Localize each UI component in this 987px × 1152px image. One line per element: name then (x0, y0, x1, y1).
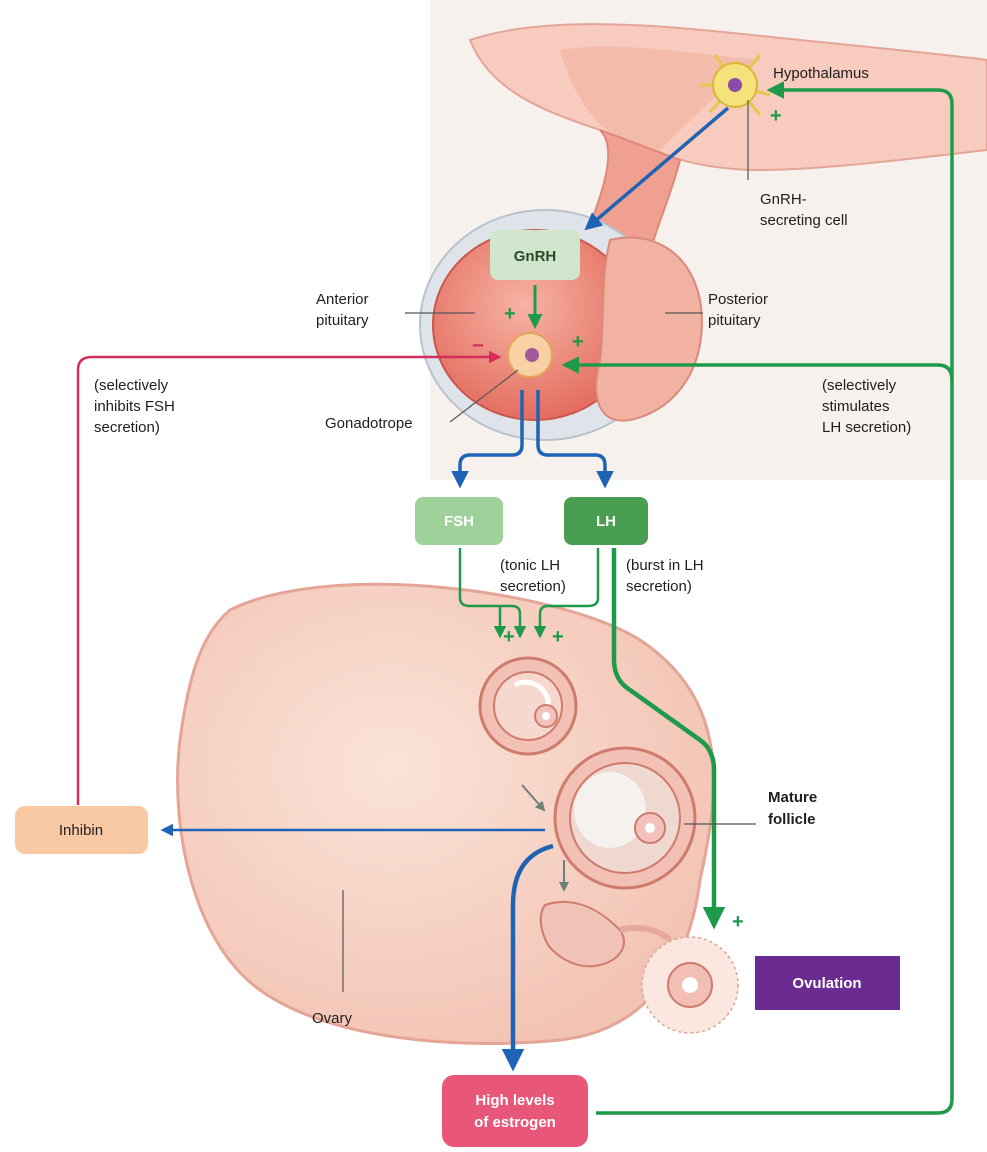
estrogen-box: High levels of estrogen (442, 1075, 588, 1147)
stimulates-lh-label-line3: LH secretion) (822, 419, 911, 436)
plus-sign-follicle-left: + (503, 626, 515, 648)
posterior-pituitary-label-line2: pituitary (708, 312, 761, 329)
inhibin-box: Inhibin (15, 806, 148, 854)
stimulates-lh-label-line2: stimulates (822, 398, 890, 415)
released-ovum (642, 937, 738, 1033)
plus-sign-follicle-right: + (552, 626, 564, 648)
minus-sign-gonadotrope: − (472, 335, 484, 357)
posterior-pituitary-label-line1: Posterior (708, 291, 768, 308)
anterior-pituitary-label-line2: pituitary (316, 312, 369, 329)
mature-follicle (555, 748, 695, 888)
burst-lh-label-line1: (burst in LH (626, 557, 704, 574)
plus-sign-hypothalamus: + (770, 105, 782, 127)
estrogen-box-label-line2: of estrogen (474, 1114, 556, 1131)
ovulation-box: Ovulation (755, 956, 900, 1010)
hypothalamus-label: Hypothalamus (773, 65, 869, 82)
mature-follicle-label-line1: Mature (768, 789, 817, 806)
inhibin-box-label: Inhibin (59, 822, 103, 839)
stimulates-lh-label-line1: (selectively (822, 377, 897, 394)
lh-box-label: LH (596, 513, 616, 530)
plus-sign-ovulation: + (732, 911, 744, 933)
burst-lh-label-line2: secretion) (626, 578, 692, 595)
gonadotrope-cell (508, 333, 552, 377)
gnrh-cell-label-line1: GnRH- (760, 191, 807, 208)
tonic-lh-label-line2: secretion) (500, 578, 566, 595)
ovary-label: Ovary (312, 1010, 353, 1027)
gnrh-cell-label-line2: secreting cell (760, 212, 848, 229)
inhibits-fsh-label-line2: inhibits FSH (94, 398, 175, 415)
gnrh-box-label: GnRH (514, 248, 557, 265)
inhibits-fsh-label-line3: secretion) (94, 419, 160, 436)
gonadotrope-label: Gonadotrope (325, 415, 413, 432)
lh-box: LH (564, 497, 648, 545)
plus-sign-gnrh: + (504, 303, 516, 325)
developing-follicle (480, 658, 576, 754)
estrogen-box-label-line1: High levels (475, 1092, 554, 1109)
fsh-box: FSH (415, 497, 503, 545)
gnrh-box: GnRH (490, 230, 580, 280)
inhibits-fsh-label-line1: (selectively (94, 377, 169, 394)
plus-sign-gonadotrope: + (572, 331, 584, 353)
fsh-box-label: FSH (444, 513, 474, 530)
anterior-pituitary-label-line1: Anterior (316, 291, 369, 308)
ovulation-box-label: Ovulation (792, 975, 861, 992)
mature-follicle-label-line2: follicle (768, 811, 816, 828)
tonic-lh-label-line1: (tonic LH (500, 557, 560, 574)
